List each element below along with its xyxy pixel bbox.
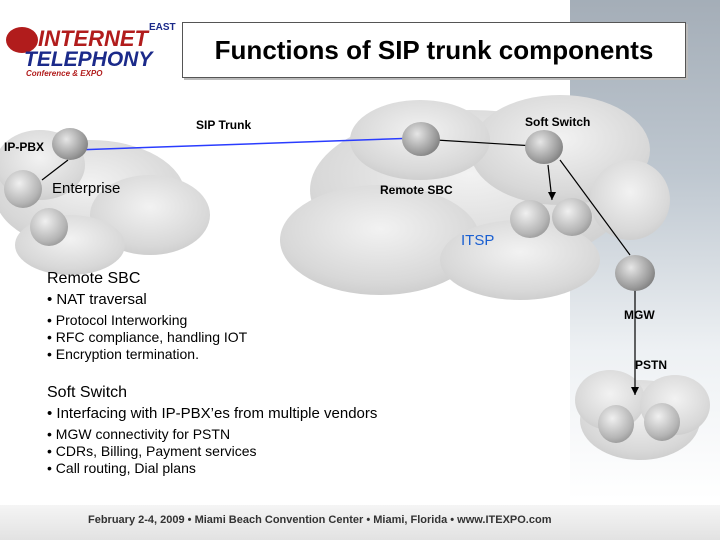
softswitch-link xyxy=(435,139,536,147)
footer-text: February 2-4, 2009 • Miami Beach Convent… xyxy=(88,514,552,526)
phone-icon xyxy=(552,198,592,236)
slide-title: Functions of SIP trunk components xyxy=(214,35,654,65)
softswitch-mgw-link xyxy=(559,159,631,256)
sip-trunk-label: SIP Trunk xyxy=(196,118,252,132)
itsp-label: ITSP xyxy=(461,232,495,249)
mobile-phone-icon xyxy=(644,403,680,441)
logo-line2: TELEPHONY xyxy=(24,48,154,71)
footer-bar: February 2-4, 2009 • Miami Beach Convent… xyxy=(0,505,720,540)
logo-graphic: INTERNET TELEPHONY Conference & EXPO EAS… xyxy=(6,22,176,78)
mobile-phone-icon xyxy=(598,405,634,443)
bullet-item: • MGW connectivity for PSTN xyxy=(47,426,231,442)
logo-line1: INTERNET xyxy=(38,26,150,51)
pbx-phones-link xyxy=(41,159,69,181)
logo-badge: EAST xyxy=(149,22,176,33)
bullet-item: • Protocol Interworking xyxy=(47,312,188,328)
phone-icon xyxy=(4,170,42,208)
soft-switch-label: Soft Switch xyxy=(525,115,591,129)
bullet-item: • Call routing, Dial plans xyxy=(47,460,196,476)
remote-sbc-router-icon xyxy=(402,122,440,156)
section-heading: Remote SBC xyxy=(47,270,141,287)
arrowhead xyxy=(631,387,639,395)
mgw-gateway-icon xyxy=(615,255,655,291)
event-logo: INTERNET TELEPHONY Conference & EXPO EAS… xyxy=(4,18,182,80)
arrowhead xyxy=(548,192,556,200)
sip-trunk-link xyxy=(74,137,419,151)
mgw-label: MGW xyxy=(624,308,655,322)
soft-switch-router-icon xyxy=(525,130,563,164)
pstn-label: PSTN xyxy=(635,358,668,372)
ip-pbx-label: IP-PBX xyxy=(4,140,45,154)
content-bullets: Remote SBC • NAT traversal • Protocol In… xyxy=(47,270,467,477)
bullet-item: • Interfacing with IP-PBX’es from multip… xyxy=(47,405,378,422)
section-heading: Soft Switch xyxy=(47,384,128,401)
bullet-item: • NAT traversal xyxy=(47,291,147,308)
remote-sbc-label: Remote SBC xyxy=(380,183,453,197)
phone-icon xyxy=(30,208,68,246)
bullet-item: • CDRs, Billing, Payment services xyxy=(47,443,257,459)
enterprise-label: Enterprise xyxy=(52,180,121,197)
logo-line3: Conference & EXPO xyxy=(26,69,103,78)
bullet-item: • RFC compliance, handling IOT xyxy=(47,329,248,345)
ip-pbx-router-icon xyxy=(52,128,88,160)
pstn-cloud xyxy=(575,370,710,460)
phone-icon xyxy=(510,200,550,238)
title-box: Functions of SIP trunk components xyxy=(182,22,686,78)
bullet-item: • Encryption termination. xyxy=(47,346,199,362)
